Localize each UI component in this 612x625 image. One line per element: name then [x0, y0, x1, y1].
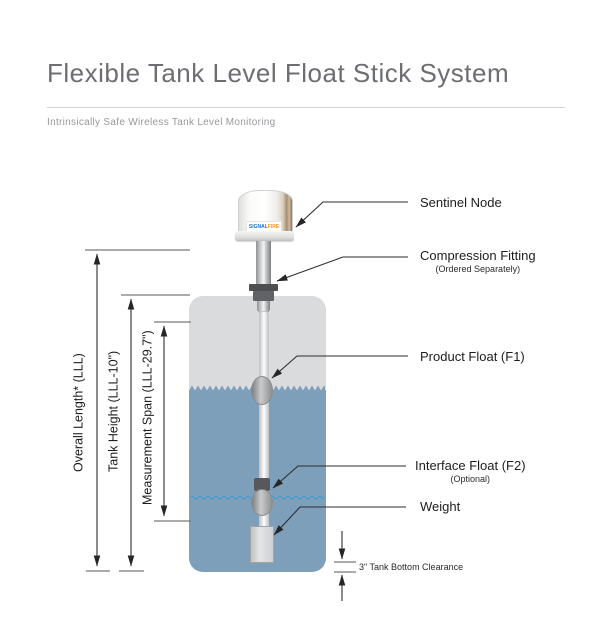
interface-float	[251, 489, 273, 516]
callout-compression-fitting: Compression Fitting (Ordered Separately)	[420, 248, 536, 274]
callout-product-float: Product Float (F1)	[420, 349, 525, 364]
compression-fitting-flange	[249, 284, 278, 291]
logo-text-blue: SIGNAL	[248, 223, 268, 230]
logo-text-orange: FIRE	[267, 223, 280, 230]
callout-weight-label: Weight	[420, 499, 461, 514]
callout-product-float-label: Product Float (F1)	[420, 349, 525, 364]
product-float	[251, 376, 273, 405]
callout-sentinel-node-label: Sentinel Node	[420, 195, 502, 210]
callout-compression-fitting-label: Compression Fitting	[420, 248, 536, 263]
weight-block	[250, 526, 274, 563]
callout-interface-float-note: (Optional)	[450, 474, 491, 484]
header-divider	[47, 107, 565, 108]
node-base-flange	[235, 231, 294, 241]
dim-label-tank-height: Tank Height (LLL-10")	[106, 350, 121, 472]
page-subtitle: Intrinsically Safe Wireless Tank Level M…	[47, 117, 276, 128]
dim-label-overall-length: Overall Length* (LLL)	[71, 353, 86, 472]
callout-sentinel-node: Sentinel Node	[420, 195, 502, 210]
leader-compression-fitting	[276, 256, 408, 282]
callout-weight: Weight	[420, 499, 460, 514]
logo-text: SIGNALFIRE	[248, 223, 280, 230]
dim-label-bottom-clearance: 3" Tank Bottom Clearance	[359, 562, 464, 572]
interface-float-collar	[254, 478, 270, 491]
pipe-stub	[257, 301, 270, 314]
callout-compression-fitting-note: (Ordered Separately)	[435, 264, 521, 274]
callout-interface-float: Interface Float (F2) (Optional)	[415, 458, 526, 484]
riser-pipe	[256, 241, 271, 285]
leader-sentinel-node	[295, 201, 408, 228]
compression-fitting-body	[253, 291, 274, 301]
callout-interface-float-label: Interface Float (F2)	[415, 458, 526, 473]
page-title: Flexible Tank Level Float Stick System	[47, 58, 510, 88]
dim-label-measurement-span: Measurement Span (LLL-29.7")	[140, 330, 155, 506]
